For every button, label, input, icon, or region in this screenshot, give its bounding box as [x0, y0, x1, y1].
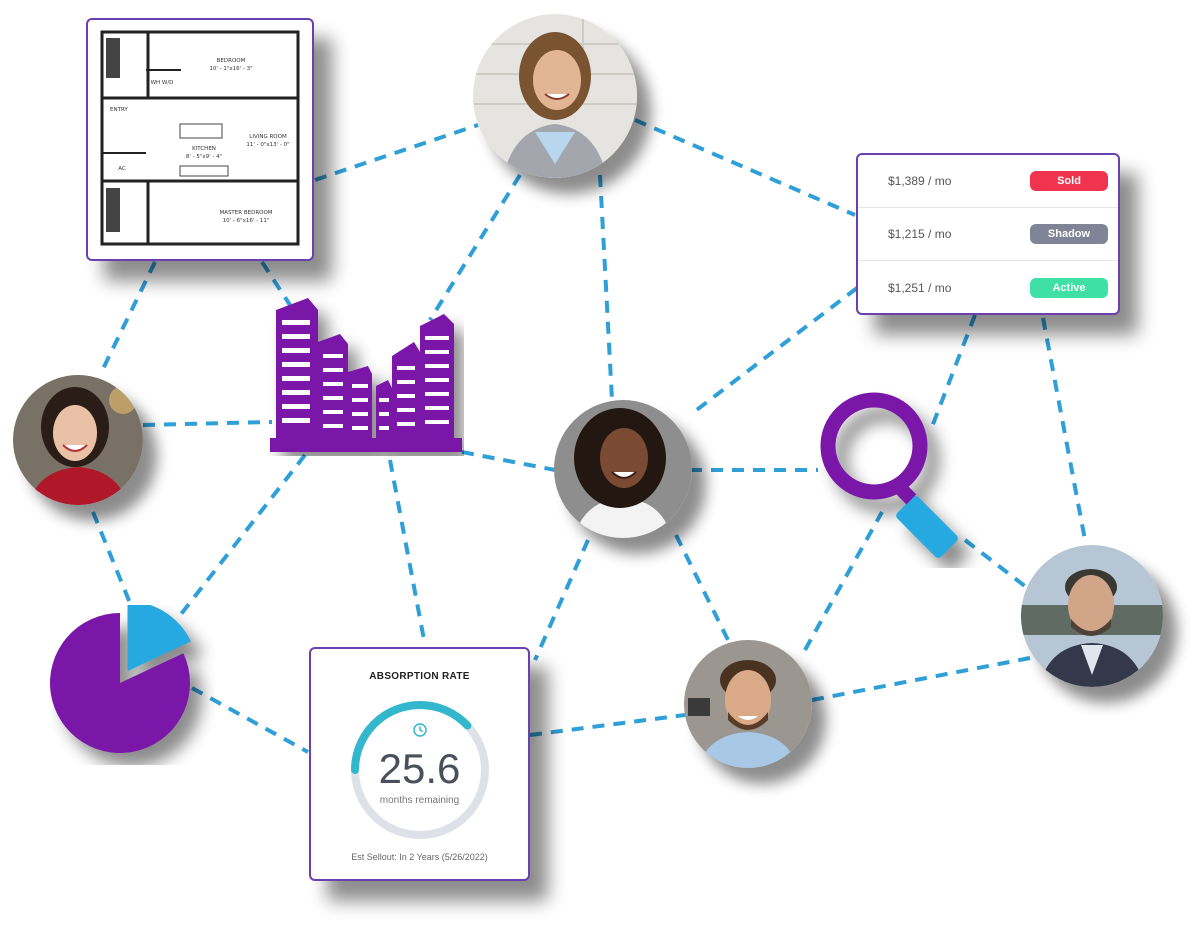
room-wh-wd: WH W/D: [151, 80, 174, 86]
room-living-dims: 11' - 0"x13' - 0": [246, 142, 289, 148]
floor-plan-card: BEDROOM 10' - 1"x16' - 3" WH W/D ENTRY K…: [86, 18, 314, 261]
room-kitchen: KITCHEN: [192, 146, 216, 152]
status-badge-active: Active: [1030, 277, 1108, 298]
pie-slice-minor: [127, 605, 191, 672]
avatar-woman-red-top: [13, 375, 143, 505]
room-kitchen-dims: 8' - 5"x9' - 4": [186, 154, 222, 160]
pie-slice-main: [50, 613, 190, 753]
room-master: MASTER BEDROOM: [219, 210, 272, 216]
room-master-dims: 10' - 6"x16' - 11": [223, 218, 270, 224]
absorption-title: ABSORPTION RATE: [369, 671, 470, 682]
pie-chart-icon: [50, 605, 191, 753]
absorption-footer: Est Sellout: In 2 Years (5/26/2022): [351, 852, 488, 862]
magnifier-icon: [820, 392, 958, 558]
status-badge-sold: Sold: [1030, 171, 1108, 191]
absorption-value: 25.6: [378, 745, 461, 792]
price-row: $1,251 / mo Active: [858, 261, 1118, 314]
avatar-woman-curly-hair: [554, 400, 692, 538]
buildings-icon: [270, 298, 462, 452]
price-label: $1,251 / mo: [888, 280, 952, 295]
price-label: $1,389 / mo: [888, 174, 952, 188]
room-bedroom-dims: 10' - 1"x16' - 3": [209, 66, 252, 72]
price-row: $1,389 / mo Sold: [858, 155, 1118, 208]
avatar-woman-smiling: [473, 14, 637, 178]
price-list-card: $1,389 / mo Sold $1,215 / mo Shadow $1,2…: [856, 153, 1120, 315]
price-label: $1,215 / mo: [888, 227, 952, 241]
status-badge-shadow: Shadow: [1030, 224, 1108, 244]
avatar-man-beard: [684, 640, 812, 768]
room-living: LIVING ROOM: [249, 134, 287, 140]
price-row: $1,215 / mo Shadow: [858, 208, 1118, 261]
absorption-unit: months remaining: [379, 795, 460, 806]
room-ac: AC: [118, 166, 126, 172]
avatar-man-suit: [1021, 545, 1163, 687]
room-bedroom: BEDROOM: [217, 58, 246, 64]
clock-icon: [413, 723, 427, 737]
room-entry: ENTRY: [110, 107, 128, 113]
absorption-progress-ring: [351, 701, 489, 839]
absorption-rate-card: ABSORPTION RATE 25.6 months remaining Es…: [309, 647, 530, 881]
floor-plan-drawing: BEDROOM 10' - 1"x16' - 3" WH W/D ENTRY K…: [100, 30, 300, 246]
